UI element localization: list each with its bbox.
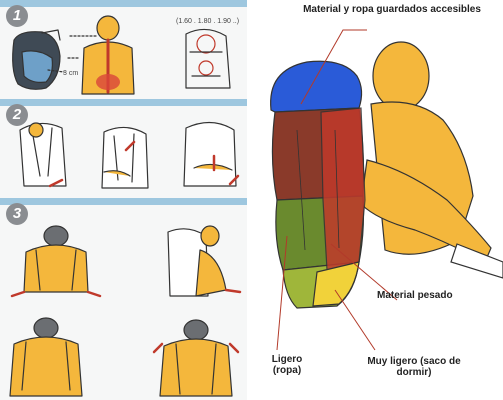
instruction-panel: 1 2 3 [0,0,247,400]
measuring-illustration [185,28,231,89]
heavy-callout-line [330,243,398,301]
instruction-illustrations [9,15,242,397]
wearer-front-3 [9,317,83,397]
top-callout-line [300,29,367,105]
head [372,41,430,111]
step-band [0,198,247,205]
very-light-callout-line [334,289,376,351]
step-band [0,99,247,106]
torso-spine-illustration [67,15,135,95]
top-callout-label: Material y ropa guardados accesibles [303,4,481,15]
wearer-side-2 [167,225,242,297]
step-band [0,0,247,7]
light-callout-label: Ligero (ropa) [271,354,303,376]
arm [360,159,492,263]
step-number: 3 [6,203,28,225]
pack-seam [334,129,340,249]
height-label: (1.60 . 1.80 . 1.90 ..) [176,18,240,25]
strap [450,243,503,279]
strap-adjust-illustration-2 [101,126,149,189]
side-pack-illustration [12,29,65,90]
step-number: 2 [6,104,28,126]
pack-seam [296,129,306,251]
heavy-zone [320,107,366,271]
light-callout-line [276,235,288,351]
very-light-zone [312,261,360,307]
top-pocket-zone [270,60,363,113]
step-number: 1 [6,5,28,27]
very-light-callout-label: Muy ligero (saco de dormir) [367,356,461,378]
wearer-front-1 [10,225,102,298]
packing-diagram: Material y ropa guardados accesibles Mat… [247,0,503,400]
gap-label: 3 cm [63,70,79,77]
wearer-front-4 [152,319,240,397]
heavy-callout-label: Material pesado [377,290,453,301]
strap-adjust-illustration-3 [183,121,240,187]
strap-adjust-illustration-1 [19,122,67,188]
backpack-zones-illustration [270,29,503,351]
